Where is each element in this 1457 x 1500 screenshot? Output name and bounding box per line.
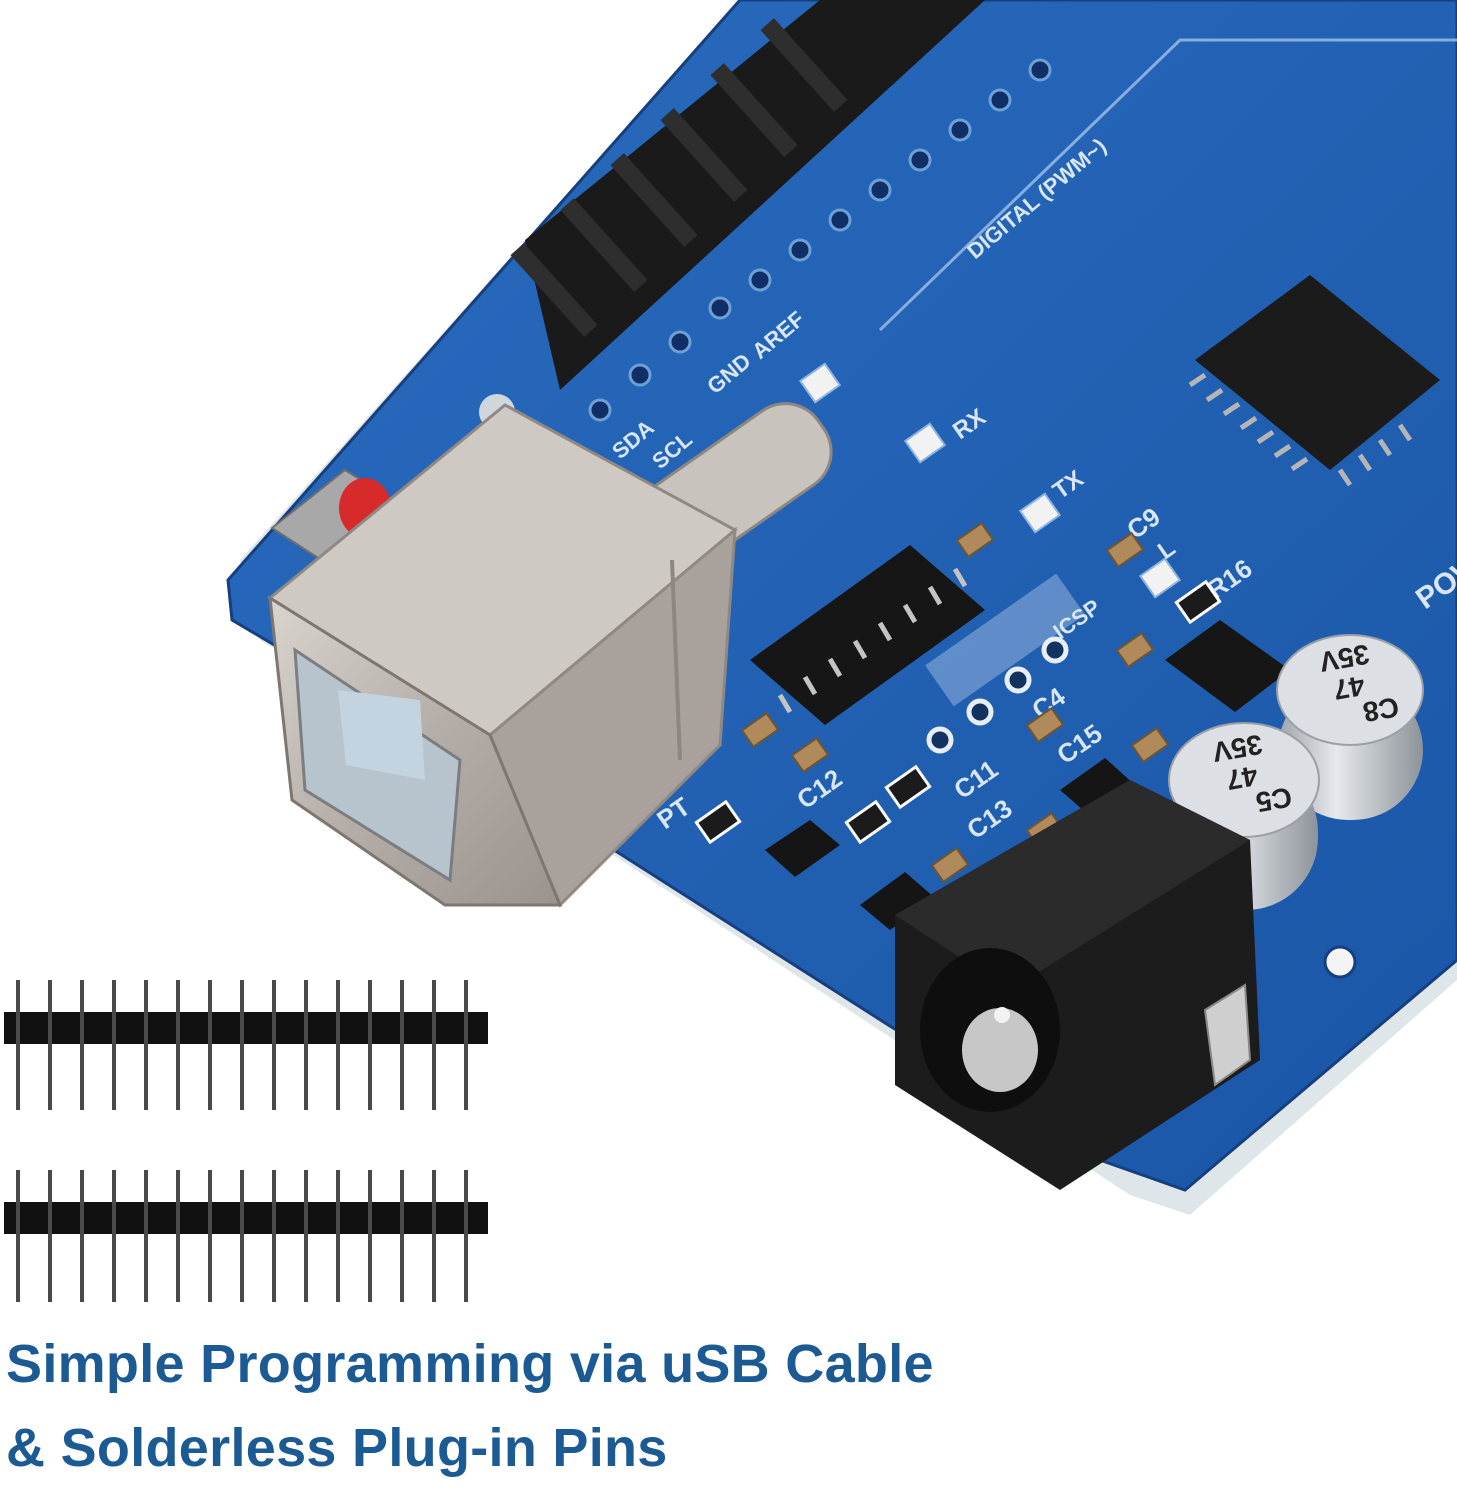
caption-line-2: & Solderless Plug-in Pins: [6, 1418, 668, 1478]
caption-line-1: Simple Programming via uSB Cable: [6, 1334, 934, 1394]
pin-hole-row: [588, 58, 1052, 422]
atmega-chip: [1188, 275, 1440, 487]
resistor-components: [694, 579, 1222, 845]
transistor: [765, 758, 1135, 930]
usb-b-port: [267, 403, 738, 908]
capacitor-c8-code: C8: [1361, 691, 1402, 728]
male-pin-header-strip-top: [4, 980, 488, 1110]
capacitor-c8-value: 47: [1331, 670, 1367, 706]
regulator-chip: [1165, 620, 1290, 712]
serial-converter-chip: [750, 545, 985, 725]
capacitor-c5-code: C5: [1254, 781, 1295, 818]
female-pin-header: [510, 0, 985, 390]
icsp-header: [925, 573, 1085, 754]
smd-components: [740, 521, 1170, 884]
capacitor-c8: C8 47 35V: [1276, 634, 1424, 820]
dc-barrel-jack: [895, 780, 1260, 1190]
male-pin-header-strip-bottom: [4, 1170, 488, 1302]
led-components: [798, 362, 1182, 599]
capacitor-c5-value: 47: [1224, 760, 1260, 796]
